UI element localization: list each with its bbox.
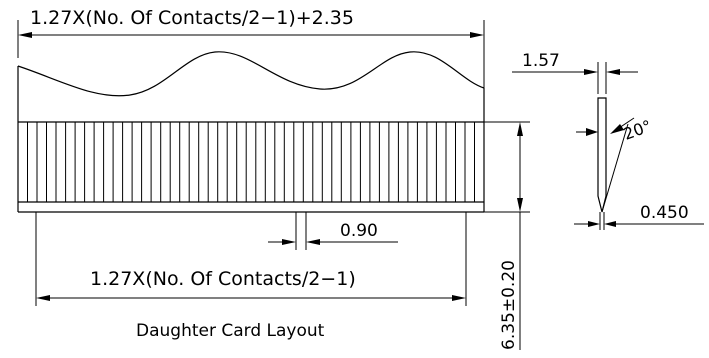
- top-length-label: 1.27X(No. Of Contacts/2−1)+2.35: [30, 7, 354, 29]
- caption: Daughter Card Layout: [136, 321, 325, 341]
- pin-tip-label: 0.450: [640, 203, 689, 223]
- pitch-dimension: 0.90: [268, 212, 398, 250]
- pin-detail: 1.57 20° 0.450: [512, 51, 704, 230]
- height-dimension: 6.35±0.20: [484, 121, 530, 350]
- card-body: [17, 51, 485, 213]
- height-label: 6.35±0.20: [499, 260, 519, 350]
- pitch-label: 0.90: [340, 221, 378, 241]
- pin-width-label: 1.57: [522, 51, 560, 71]
- top-length-dimension: 1.27X(No. Of Contacts/2−1)+2.35: [17, 7, 485, 90]
- bottom-length-label: 1.27X(No. Of Contacts/2−1): [90, 268, 356, 290]
- contact-array: [27, 122, 475, 202]
- bottom-length-dimension: 1.27X(No. Of Contacts/2−1): [35, 212, 467, 306]
- angle-label: 20°: [621, 116, 654, 144]
